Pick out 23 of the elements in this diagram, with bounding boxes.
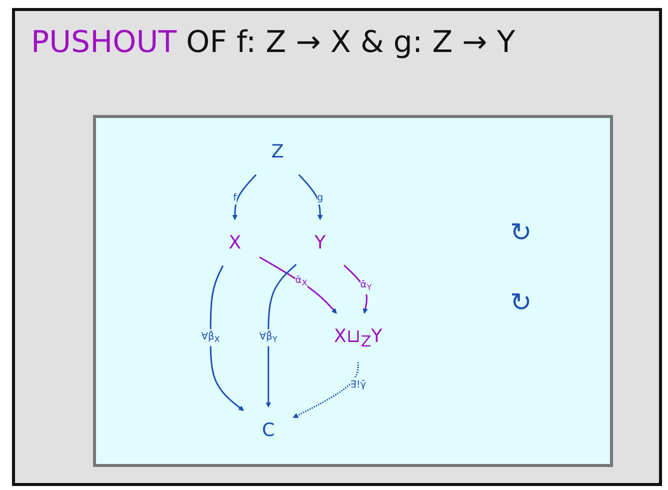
arrow: [344, 264, 368, 314]
arrow: [266, 264, 297, 408]
node-text: C: [262, 420, 275, 441]
diagram-panel: f g ᾱ$_{X}$ ᾱ$_{Y}$ ∀β̄$_{X}$ ∀β̄$_{Y}$ ∃!γ̄ Z X Y X⊔$_{Z}$Y C ↻ ↻: [93, 115, 613, 467]
commutes-symbol: ↻: [510, 218, 533, 248]
edge-label: f: [233, 191, 237, 203]
commutes-symbol: ↻: [510, 288, 533, 318]
arrow: [292, 362, 359, 418]
node-text: Z: [271, 141, 284, 162]
arrow: [259, 256, 337, 314]
edge-label: ᾱ$_{Y}$: [360, 278, 372, 293]
arrow: [210, 265, 244, 411]
node-text: Y: [314, 232, 326, 254]
node-text: X: [228, 232, 242, 254]
edge-label: ᾱ$_{X}$: [295, 274, 308, 288]
node-text: X⊔$_{Z}$Y: [334, 326, 382, 350]
arrow: [232, 174, 257, 220]
edge-label: g: [316, 191, 324, 203]
arrow: [298, 174, 323, 220]
diagram-title: PUSHOUT OF f: Z → X & g: Z → Y: [31, 25, 516, 60]
edge-label: ∃!γ̄: [350, 378, 366, 390]
edge-label: ∀β̄$_{X}$: [201, 330, 220, 345]
edge-label: ∀β̄$_{Y}$: [259, 330, 278, 345]
